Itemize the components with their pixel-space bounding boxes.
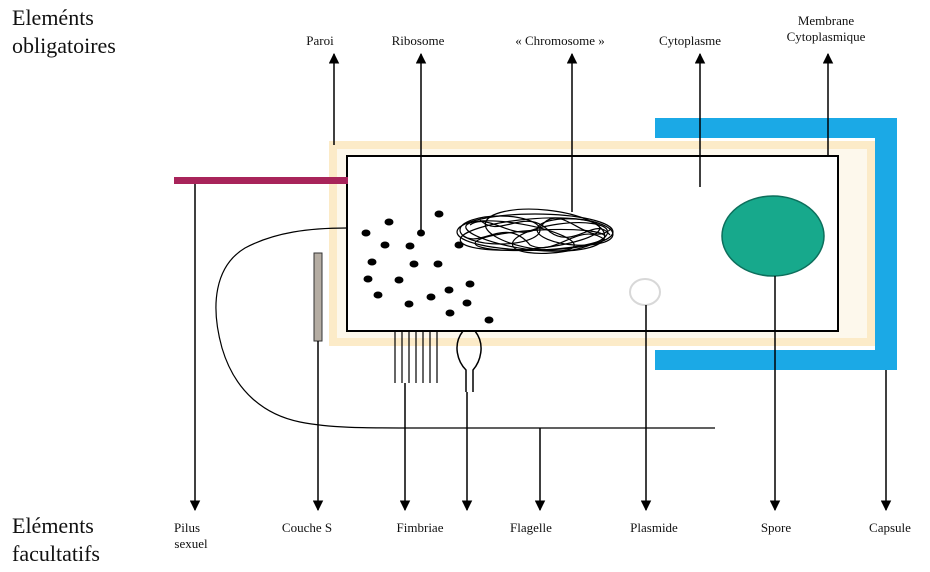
pilus-shape xyxy=(174,177,348,184)
label-chromosome: « Chromosome » xyxy=(515,34,605,48)
mandatory-heading-line1: Eleménts xyxy=(12,6,94,30)
label-spore: Spore xyxy=(761,521,791,535)
label-plasmide: Plasmide xyxy=(630,521,678,535)
label-flagelle: Flagelle xyxy=(510,521,552,535)
label-membrane-line1: Membrane xyxy=(798,14,854,28)
spore-shape xyxy=(722,196,824,276)
label-cytoplasme: Cytoplasme xyxy=(659,34,721,48)
label-membrane-line2: Cytoplasmique xyxy=(787,30,866,44)
s-layer-shape xyxy=(314,253,322,341)
label-ribosome: Ribosome xyxy=(392,34,445,48)
label-fimbriae: Fimbriae xyxy=(397,521,444,535)
label-capsule: Capsule xyxy=(869,521,911,535)
optional-heading-line1: Eléments xyxy=(12,514,94,538)
plasmid-shape xyxy=(630,279,660,305)
label-pilus-line2: sexuel xyxy=(174,537,207,551)
label-pilus-line1: Pilus xyxy=(174,521,200,535)
label-paroi: Paroi xyxy=(306,34,333,48)
mandatory-heading-line2: obligatoires xyxy=(12,34,116,58)
optional-heading-line2: facultatifs xyxy=(12,542,100,566)
label-couche-s: Couche S xyxy=(282,521,332,535)
